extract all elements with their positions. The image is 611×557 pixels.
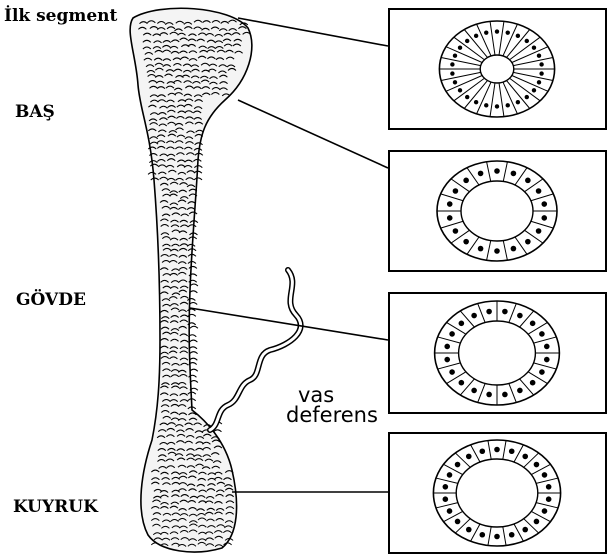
leader-initial-segment [238, 18, 388, 46]
epithelium-ring [437, 161, 557, 261]
tubule-mark [189, 340, 197, 342]
leader-head [238, 100, 388, 168]
tubule-mark [190, 369, 198, 371]
tubule-mark [189, 302, 197, 304]
leader-body [190, 308, 388, 340]
epithelium-ring [433, 440, 560, 546]
tubule-mark [190, 284, 198, 286]
tubule-mark [190, 326, 198, 328]
tubule-mark [190, 352, 198, 354]
tubule-mark [189, 358, 197, 360]
tubule-mark [189, 347, 197, 349]
epithelium-ring [439, 21, 554, 117]
cross-sections [433, 21, 560, 546]
epithelium-ring [435, 301, 560, 405]
vas-deferens-label-line2: deferens [286, 404, 378, 426]
